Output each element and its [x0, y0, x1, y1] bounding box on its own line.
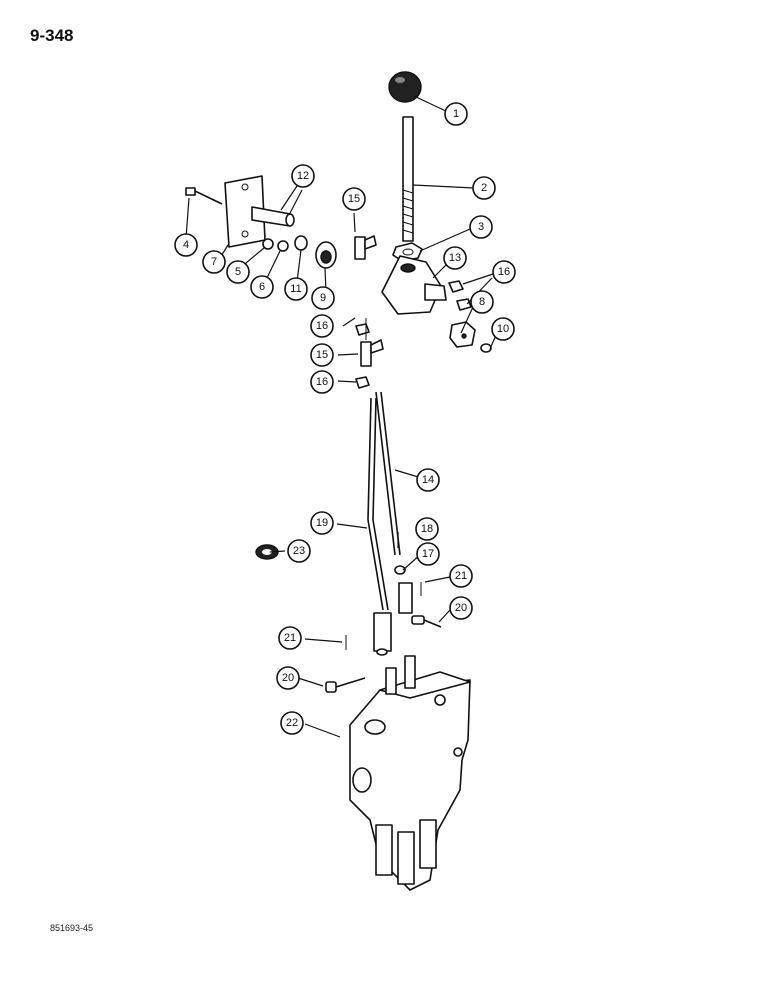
part-nut-16-d	[355, 376, 370, 389]
part-swivel-lower	[360, 318, 384, 367]
part-snap-ring	[294, 235, 308, 251]
callout-15-lower: 15	[310, 343, 334, 367]
svg-text:4: 4	[183, 239, 189, 251]
part-pin-upper	[411, 615, 442, 628]
callout-14: 14	[416, 468, 440, 492]
callout-8: 8	[470, 290, 494, 314]
part-washer-5	[262, 238, 274, 250]
callout-16-right: 16	[492, 260, 516, 284]
callout-7: 7	[202, 250, 226, 274]
part-yoke-lower	[373, 612, 392, 656]
callout-9: 9	[311, 286, 335, 310]
part-bolt-4	[185, 187, 223, 205]
svg-text:3: 3	[478, 221, 484, 233]
svg-text:6: 6	[259, 281, 265, 293]
callout-17: 17	[416, 542, 440, 566]
part-lever-rod	[402, 116, 414, 242]
svg-text:12: 12	[297, 170, 309, 182]
callout-18: 18	[415, 517, 439, 541]
callout-5: 5	[226, 260, 250, 284]
svg-text:17: 17	[422, 548, 434, 560]
svg-text:18: 18	[421, 523, 433, 535]
callout-20-lower: 20	[276, 666, 300, 690]
part-washer-6	[277, 240, 289, 252]
svg-text:1: 1	[453, 108, 459, 120]
part-rod-14	[375, 391, 401, 556]
svg-text:10: 10	[497, 323, 509, 335]
svg-text:14: 14	[422, 474, 434, 486]
svg-text:21: 21	[455, 570, 467, 582]
callout-3: 3	[469, 215, 493, 239]
part-swivel-upper	[354, 235, 377, 260]
svg-text:7: 7	[211, 256, 217, 268]
part-bracket-plate	[224, 175, 295, 248]
callout-21-upper: 21	[449, 564, 473, 588]
svg-text:20: 20	[282, 672, 294, 684]
part-bushing	[315, 241, 337, 269]
page-number: 9-348	[30, 26, 74, 45]
callout-21-lower: 21	[278, 626, 302, 650]
svg-text:23: 23	[293, 545, 305, 557]
callout-12: 12	[291, 164, 315, 188]
part-yoke-upper	[394, 565, 413, 614]
svg-text:20: 20	[455, 602, 467, 614]
part-oring	[480, 343, 492, 353]
callout-6: 6	[250, 275, 274, 299]
svg-text:16: 16	[316, 320, 328, 332]
part-nut-16-b	[456, 298, 472, 311]
svg-text:16: 16	[316, 376, 328, 388]
svg-text:8: 8	[479, 296, 485, 308]
part-knob	[388, 71, 422, 103]
part-pin-lower	[325, 677, 366, 693]
callout-20-upper: 20	[449, 596, 473, 620]
leader-lines	[185, 95, 497, 738]
callout-13: 13	[443, 246, 467, 270]
svg-text:9: 9	[320, 292, 326, 304]
svg-text:22: 22	[286, 717, 298, 729]
callout-16-lower: 16	[310, 370, 334, 394]
callout-22: 22	[280, 711, 304, 735]
svg-text:16: 16	[498, 266, 510, 278]
part-rod-19	[367, 397, 389, 611]
callout-1: 1	[444, 102, 468, 126]
svg-text:11: 11	[290, 283, 301, 295]
callout-16-mid: 16	[310, 314, 334, 338]
callout-10: 10	[491, 317, 515, 341]
callout-23: 23	[287, 539, 311, 563]
callout-2: 2	[472, 176, 496, 200]
svg-text:15: 15	[316, 349, 328, 361]
svg-text:13: 13	[449, 252, 461, 264]
svg-text:2: 2	[481, 182, 487, 194]
callout-11: 11	[284, 277, 308, 301]
callout-15-upper: 15	[342, 187, 366, 211]
part-nut-16-a	[448, 280, 464, 293]
svg-text:15: 15	[348, 193, 360, 205]
part-lever-housing	[381, 255, 447, 315]
part-block	[449, 321, 476, 348]
part-nut-16-c	[355, 323, 370, 336]
svg-text:19: 19	[316, 517, 328, 529]
callout-4: 4	[174, 233, 198, 257]
svg-text:21: 21	[284, 632, 296, 644]
reference-code: 851693-45	[50, 923, 94, 933]
part-control-valve	[349, 655, 471, 891]
svg-text:5: 5	[235, 266, 241, 278]
callout-19: 19	[310, 511, 334, 535]
